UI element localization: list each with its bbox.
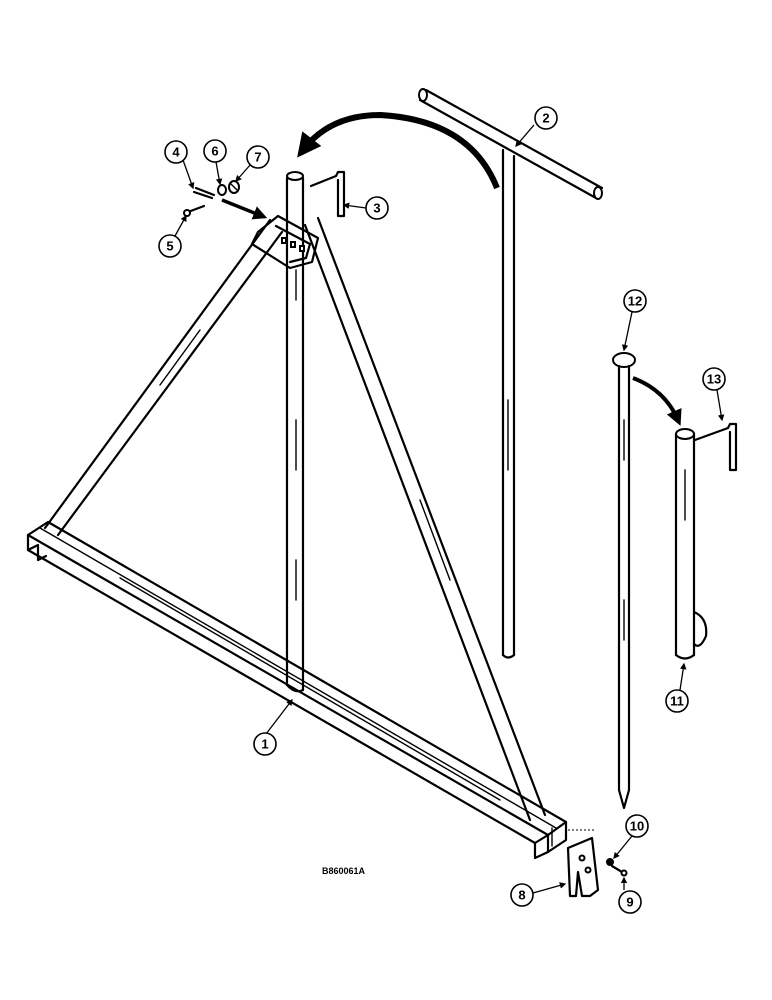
callout-2: 2 [534,106,558,130]
figure-code: B860061A [322,866,366,876]
callout-7: 7 [246,145,270,169]
assembly-arrows [221,111,682,831]
sleeve-tube [674,428,708,660]
t-handle [418,88,604,659]
lock-pin-right [693,422,738,472]
callout-12: 12 [623,289,647,313]
svg-text:12: 12 [628,294,642,309]
svg-text:3: 3 [373,201,380,216]
callout-4: 4 [164,140,188,164]
svg-text:9: 9 [626,895,633,910]
callout-8: 8 [510,883,534,907]
svg-text:2: 2 [542,111,549,126]
a-frame-stand [26,171,568,860]
hardware-bolt-nut [183,180,240,217]
callout-10: 10 [625,814,649,838]
svg-text:11: 11 [670,694,684,709]
end-plate [566,836,628,898]
svg-text:1: 1 [261,737,268,752]
svg-text:7: 7 [254,150,261,165]
callout-13: 13 [702,367,726,391]
svg-text:10: 10 [630,819,644,834]
callout-5: 5 [158,234,182,258]
callout-leaders [174,124,725,894]
lock-pin-top [309,170,346,218]
svg-text:13: 13 [707,372,721,387]
svg-text:5: 5 [166,239,173,254]
callout-6: 6 [203,139,227,163]
svg-text:6: 6 [211,144,218,159]
callout-11: 11 [665,689,689,713]
callout-9: 9 [618,890,642,914]
ground-stake [612,352,636,810]
svg-text:4: 4 [172,145,180,160]
callout-3: 3 [365,196,389,220]
svg-text:8: 8 [518,888,525,903]
callout-1: 1 [253,732,277,756]
